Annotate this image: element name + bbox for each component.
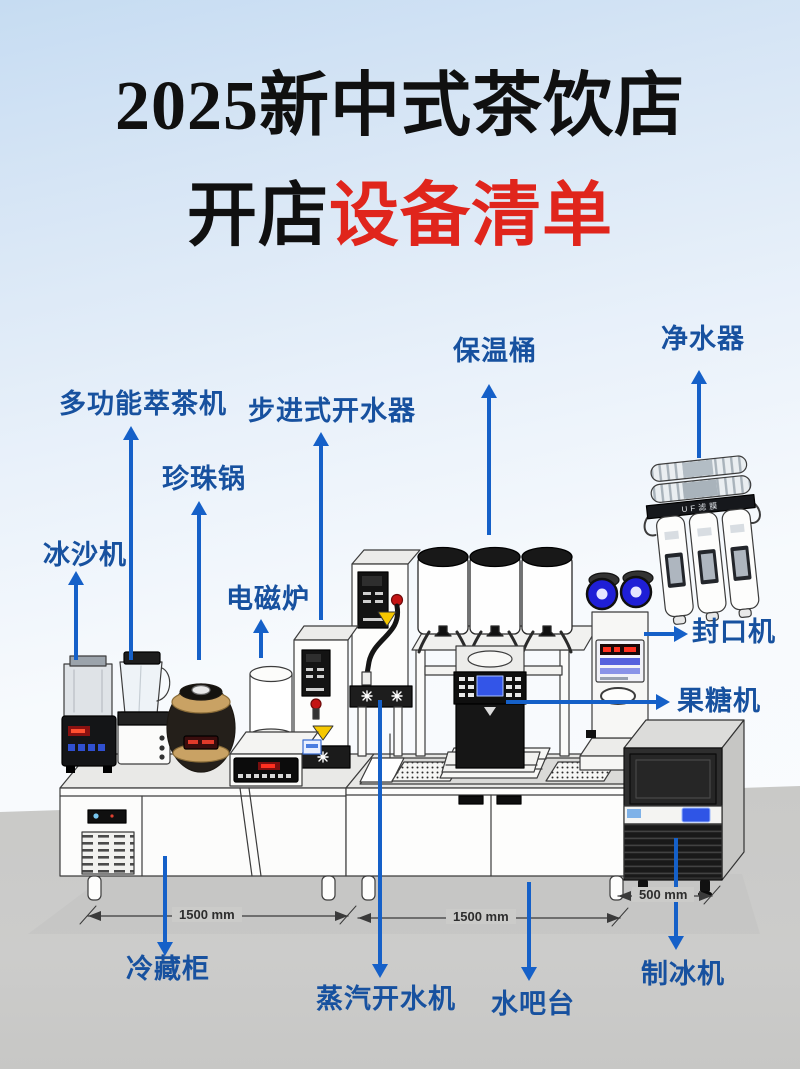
poster-title-line1: 2025新中式茶饮店 [115, 68, 685, 145]
arrowhead [691, 370, 707, 384]
barrel [521, 546, 573, 654]
label-fridge-counter: 冷藏柜 [126, 954, 210, 984]
steam-water-boiler [349, 549, 421, 757]
arrowhead [674, 626, 688, 642]
label-water-bar: 水吧台 [491, 989, 575, 1019]
arrowhead [521, 967, 537, 981]
arrowhead [656, 694, 670, 710]
pearl-pot [166, 683, 236, 773]
fridge-counter [59, 753, 375, 901]
label-insulated-barrel: 保温桶 [453, 336, 537, 366]
poster-title-line2-black: 开店 [187, 178, 329, 255]
purifier-cartridge [688, 511, 727, 622]
tea-extractor [117, 651, 171, 765]
arrowhead [313, 432, 329, 446]
label-tea-extractor: 多功能萃茶机 [59, 389, 227, 419]
induction-cooker [229, 665, 322, 787]
barrel [417, 546, 469, 654]
floor-shadow [28, 874, 760, 934]
snowflake-icon [361, 690, 373, 702]
poster-title-line2-red: 设备清单 [329, 178, 613, 255]
insulated-barrels [417, 546, 573, 654]
arrowhead [157, 942, 173, 956]
label-cup-sealer: 封口机 [692, 617, 776, 647]
label-induction-cooker: 电磁炉 [226, 584, 310, 614]
label-pearl-pot: 珍珠锅 [162, 464, 246, 494]
water-purifier: UF滤膜 [643, 455, 761, 625]
ice-maker [623, 719, 745, 897]
poster-title-line2: 开店设备清单 [0, 182, 800, 252]
dimension-mid-counter: 1500 mm [446, 909, 516, 924]
barrel [469, 546, 521, 654]
arrowhead [253, 619, 269, 633]
fructose-machine [453, 645, 527, 769]
arrowhead [372, 964, 388, 978]
arrowhead [123, 426, 139, 440]
label-steam-boiler: 蒸汽开水机 [316, 984, 456, 1014]
arrowhead [481, 384, 497, 398]
label-slush-machine: 冰沙机 [43, 540, 127, 570]
arrowhead [68, 571, 84, 585]
label-step-water-boiler: 步进式开水器 [248, 396, 416, 426]
step-water-boiler [293, 625, 359, 769]
arrowhead [668, 936, 684, 950]
purifier-cartridge [656, 515, 694, 625]
label-fructose-machine: 果糖机 [677, 686, 761, 716]
snowflake-icon [391, 690, 403, 702]
dimension-left-counter: 1500 mm [172, 907, 242, 922]
label-ice-maker: 制冰机 [641, 959, 725, 989]
purifier-cartridge [721, 508, 760, 619]
dimension-ice-machine: 500 mm [632, 887, 695, 902]
purifier-bar-text: UF滤膜 [681, 500, 721, 514]
label-water-purifier: 净水器 [661, 324, 745, 354]
slush-machine [61, 655, 117, 773]
arrowhead [191, 501, 207, 515]
